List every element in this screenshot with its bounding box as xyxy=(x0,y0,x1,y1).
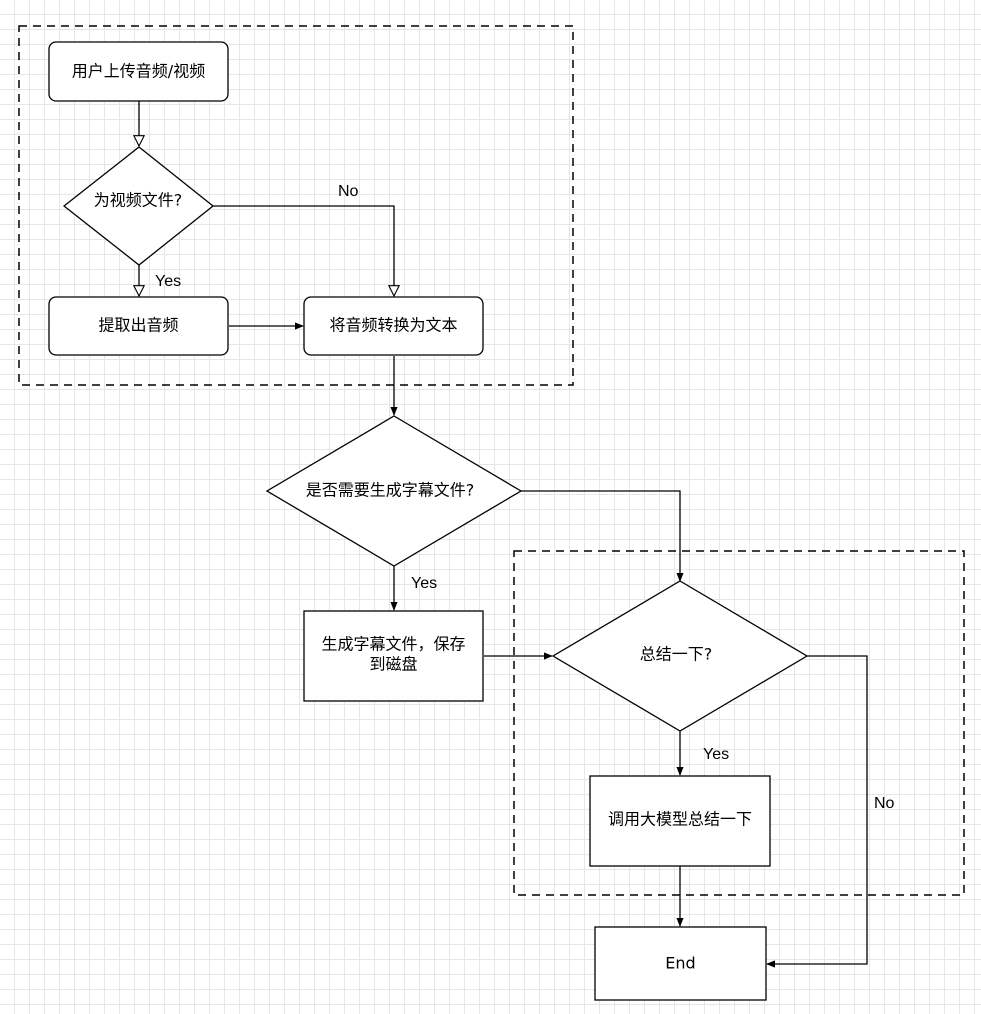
edge-label-summarize-no: No xyxy=(874,795,895,812)
node-transcribe-label: 将音频转换为文本 xyxy=(329,316,457,335)
node-gen-subtitle[interactable]: 生成字幕文件，保存 到磁盘 xyxy=(303,610,484,702)
node-end[interactable]: End xyxy=(594,926,767,1001)
node-summarize-question-label: 总结一下? xyxy=(640,645,713,664)
node-summarize-question[interactable]: 总结一下? xyxy=(551,580,809,732)
node-upload[interactable]: 用户上传音频/视频 xyxy=(48,41,229,102)
node-gen-subtitle-label-line2: 到磁盘 xyxy=(369,655,417,674)
edge-label-summarize-yes: Yes xyxy=(703,746,729,763)
node-call-llm-label: 调用大模型总结一下 xyxy=(608,810,752,829)
edge-label-is-video-yes: Yes xyxy=(155,273,181,290)
edge-label-need-subtitle-yes: Yes xyxy=(411,575,437,592)
node-extract-audio-label: 提取出音频 xyxy=(98,316,178,335)
edge-label-is-video-no: No xyxy=(338,183,359,200)
node-gen-subtitle-label-line1: 生成字幕文件，保存 xyxy=(321,635,465,654)
edge-summarize-no xyxy=(766,655,868,968)
node-end-label: End xyxy=(665,954,695,973)
edge-need-subtitle-no xyxy=(521,490,684,582)
node-is-video[interactable]: 为视频文件? xyxy=(62,146,215,266)
node-upload-label: 用户上传音频/视频 xyxy=(72,62,205,81)
node-is-video-label: 为视频文件? xyxy=(94,191,183,210)
node-extract-audio[interactable]: 提取出音频 xyxy=(48,296,229,356)
group-container-summary xyxy=(513,550,965,896)
node-transcribe[interactable]: 将音频转换为文本 xyxy=(303,296,484,356)
node-call-llm[interactable]: 调用大模型总结一下 xyxy=(589,775,771,867)
group-container-input xyxy=(18,25,574,386)
node-need-subtitle-label: 是否需要生成字幕文件? xyxy=(306,481,475,500)
node-need-subtitle[interactable]: 是否需要生成字幕文件? xyxy=(265,415,523,567)
edge-is-video-no xyxy=(213,205,394,296)
